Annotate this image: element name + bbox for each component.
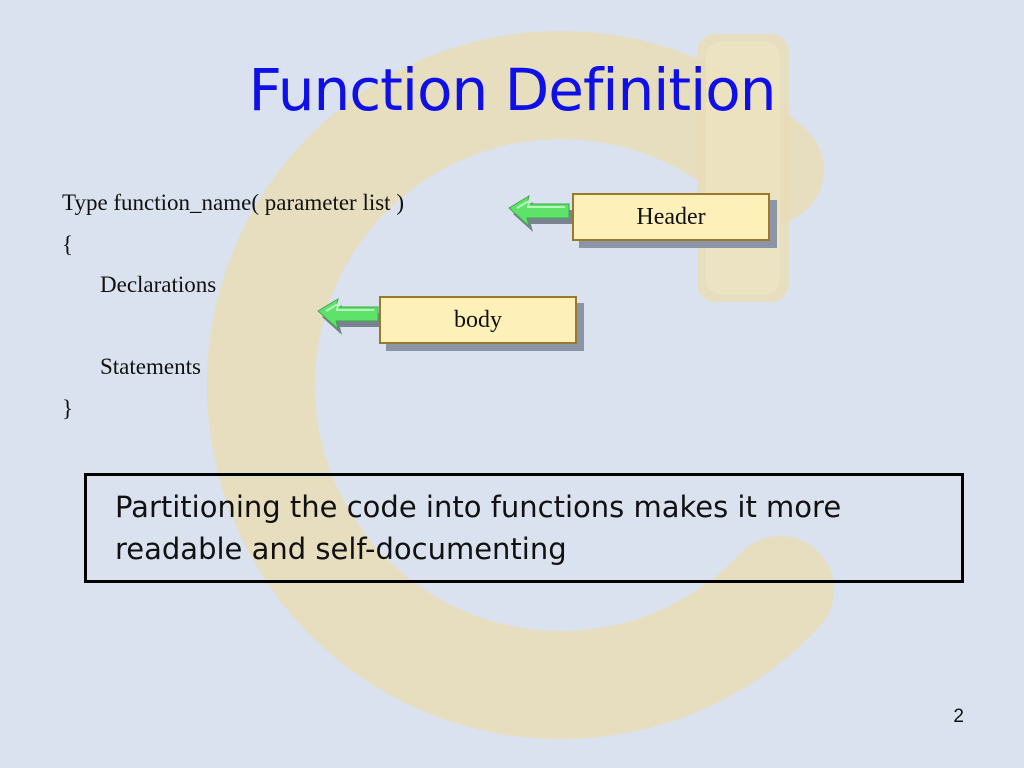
green-left-arrow-icon — [508, 194, 573, 232]
note-text: Partitioning the code into functions mak… — [115, 490, 842, 566]
code-line-declarations: Declarations — [100, 272, 217, 297]
code-line-header: Type function_name( parameter list ) — [62, 190, 404, 215]
code-line-statements: Statements — [100, 354, 201, 379]
page-number: 2 — [953, 706, 964, 727]
header-callout: Header — [572, 193, 770, 241]
code-line-close-brace: } — [62, 396, 74, 421]
green-left-arrow-icon — [317, 297, 382, 335]
slide-title: Function Definition — [248, 56, 777, 124]
body-callout: body — [379, 296, 577, 344]
note-box: Partitioning the code into functions mak… — [84, 473, 964, 583]
code-line-open-brace: { — [62, 232, 74, 257]
